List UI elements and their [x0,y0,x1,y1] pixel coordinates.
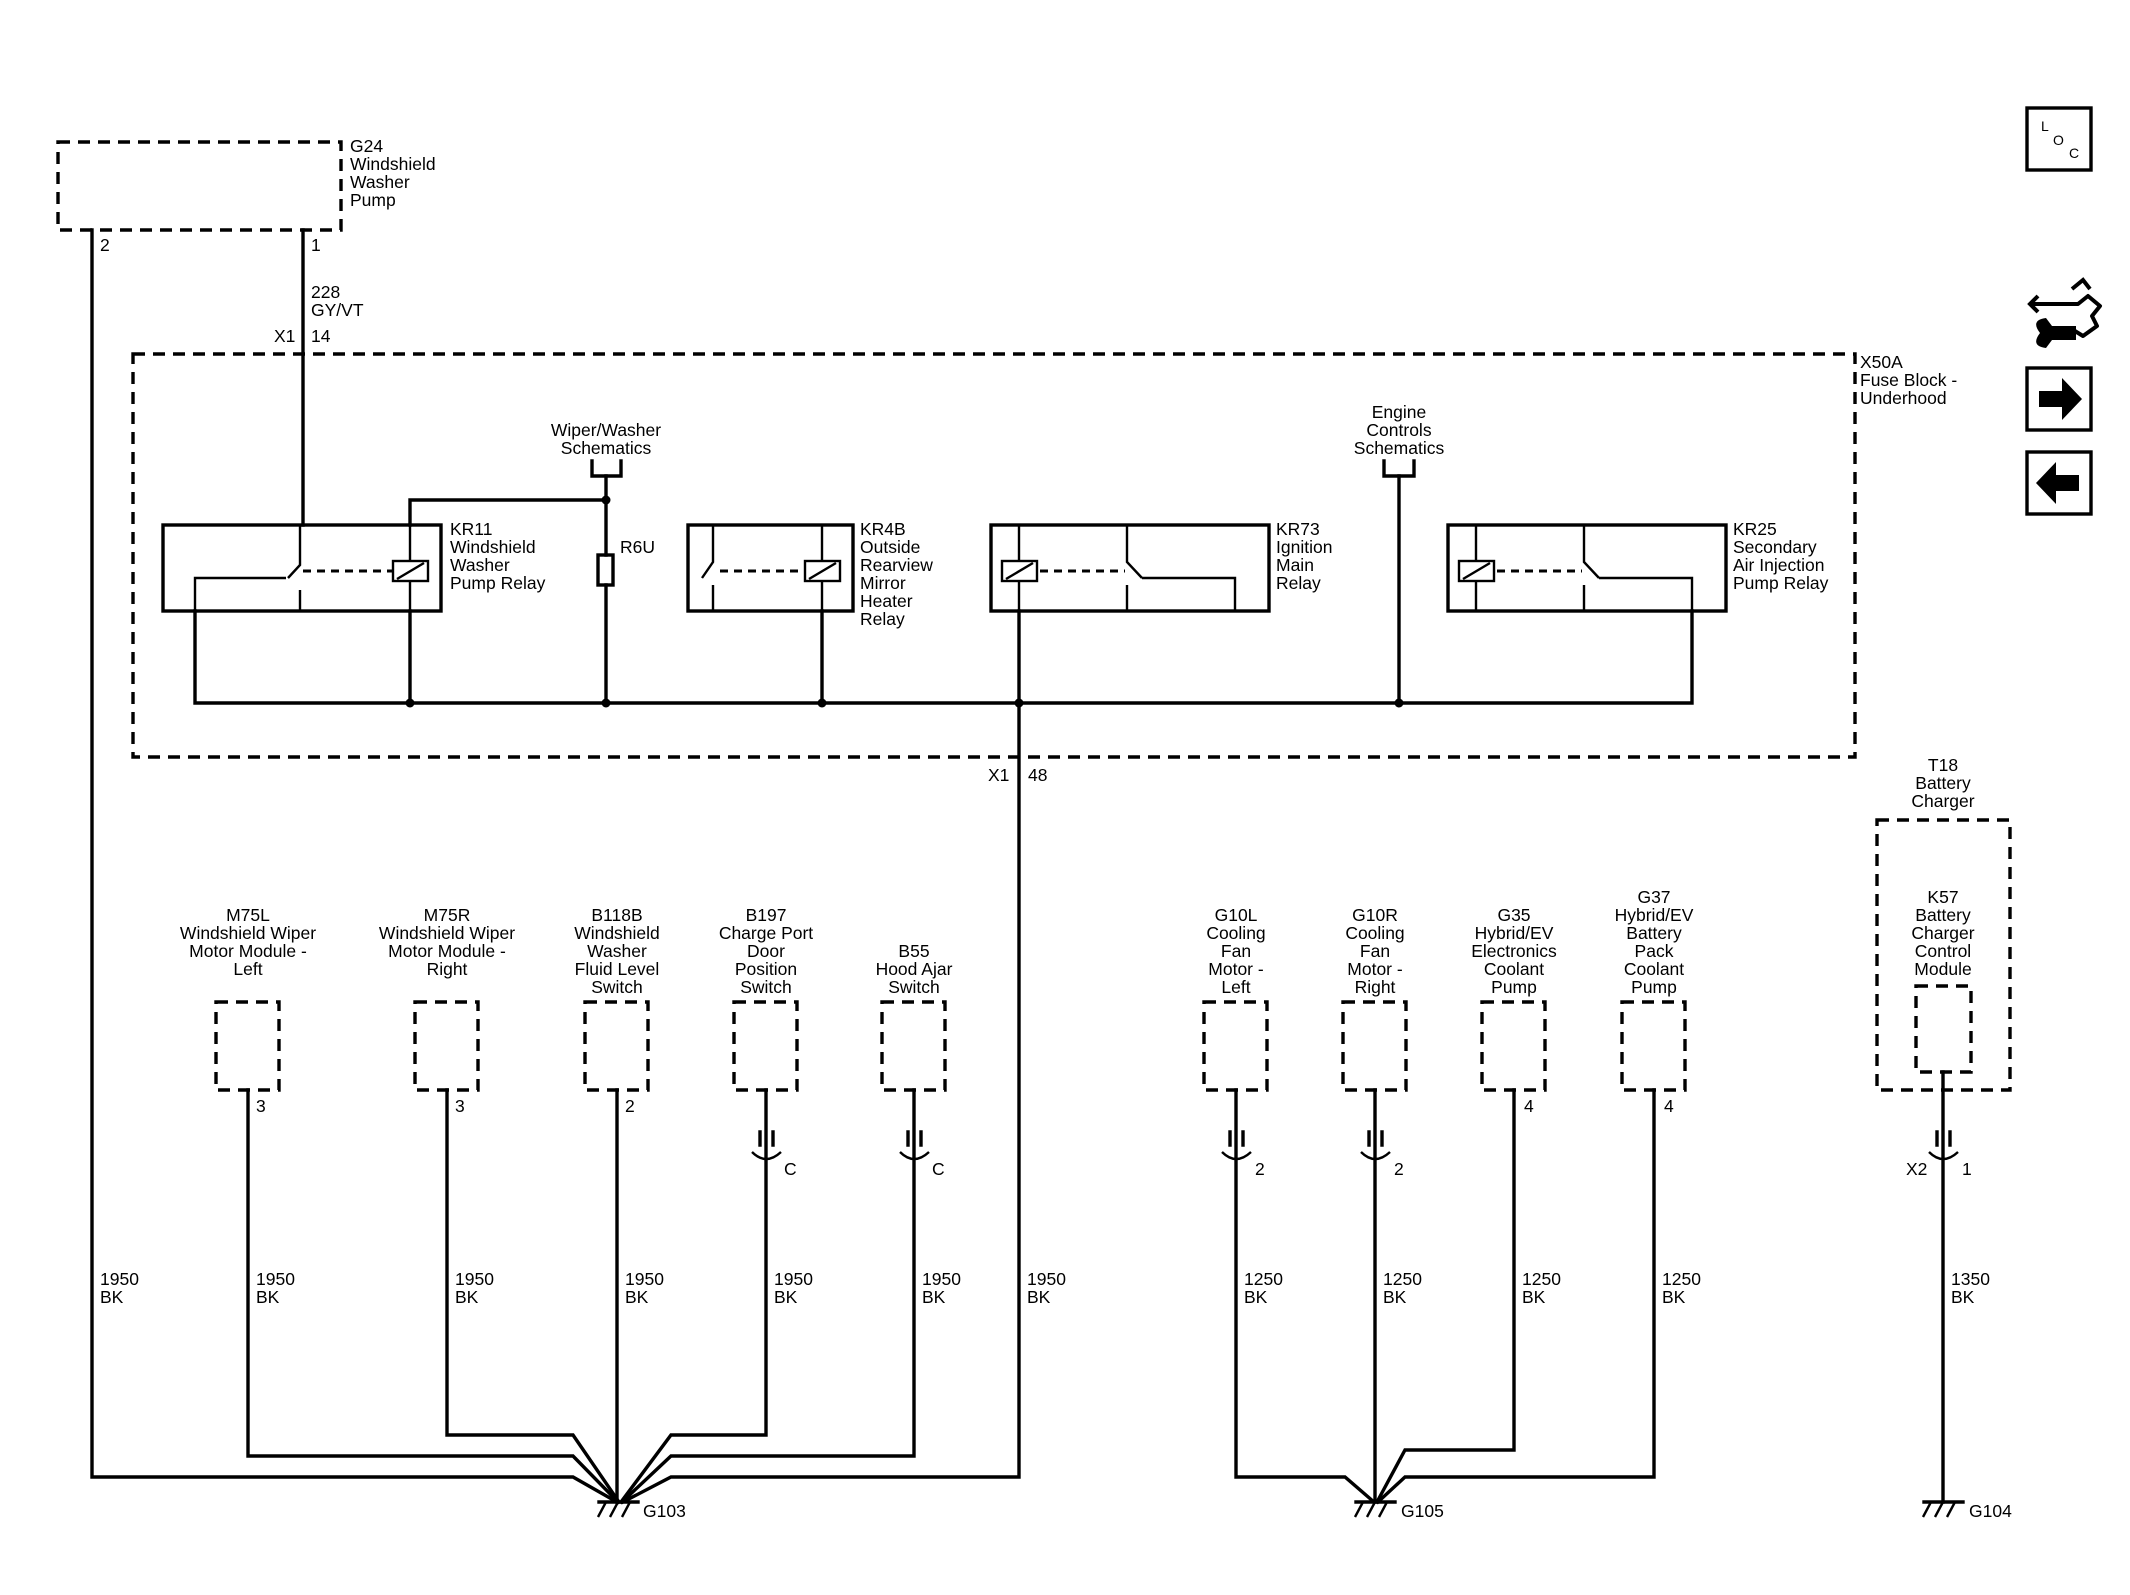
g37-pin: 4 [1664,1096,1674,1116]
g24-pin-2: 2 [100,235,110,255]
g10r-pin: 2 [1394,1159,1404,1179]
b118b-pin: 2 [625,1096,635,1116]
t18-outline [1875,818,2012,1092]
wiper-washer-reference-bracket [590,459,623,478]
g10l-pin: 2 [1255,1159,1265,1179]
engine-controls-reference-bracket [1382,459,1416,478]
loc-button[interactable]: L O C [2025,106,2093,172]
g35-pin: 4 [1524,1096,1534,1116]
g24-outline [56,140,343,232]
k57-outline [1914,984,1973,1074]
arrow-left-button[interactable] [2025,450,2093,516]
g103-ground-wiring [90,228,1021,1505]
r6u-resistor [596,553,615,587]
lower-component-boxes [214,1000,1687,1092]
kr25-relay-box [1446,523,1728,613]
x2-connector-label: X2 [1906,1159,1927,1179]
kr11-relay-internals [193,525,430,611]
m75l-pin: 3 [256,1096,266,1116]
inline-connector-symbols [751,1130,1959,1161]
g105-label: G105 [1401,1501,1444,1521]
x1-pin-48: 48 [1028,765,1047,785]
loc-letter-l: L [2041,118,2049,134]
g103-label: G103 [643,1501,686,1521]
kr25-relay-internals [1457,525,1694,611]
arrow-right-icon [2039,378,2082,420]
loc-letter-o: O [2053,132,2064,148]
g105-ground-symbol [1353,1500,1397,1518]
r6u-label: R6U [620,537,655,557]
b55-pin: C [932,1159,945,1179]
g105-ground-wiring [1234,1088,1656,1505]
g24-pin-1: 1 [311,235,321,255]
g104-label: G104 [1969,1501,2012,1521]
kr73-relay-internals [1000,525,1237,611]
x1-connector-label: X1 [274,326,295,346]
connector-wrench-icon[interactable] [2027,277,2102,348]
m75r-pin: 3 [455,1096,465,1116]
x50a-outline [131,352,1857,759]
x2-pin-1: 1 [1962,1159,1972,1179]
b197-pin: C [784,1159,797,1179]
loc-letter-c: C [2069,145,2079,161]
x1-pin-14: 14 [311,326,331,346]
x50a-internal-wiring [193,474,1694,705]
kr4b-relay-box [686,523,855,613]
g104-ground-symbol [1921,1500,1965,1518]
g103-ground-symbol [596,1500,640,1518]
arrow-right-button[interactable] [2025,366,2093,432]
arrow-left-icon [2036,462,2079,504]
x1-connector-label-lower: X1 [988,765,1009,785]
kr4b-relay-internals [701,525,842,611]
kr11-relay-box [161,523,443,613]
kr73-relay-box [989,523,1271,613]
